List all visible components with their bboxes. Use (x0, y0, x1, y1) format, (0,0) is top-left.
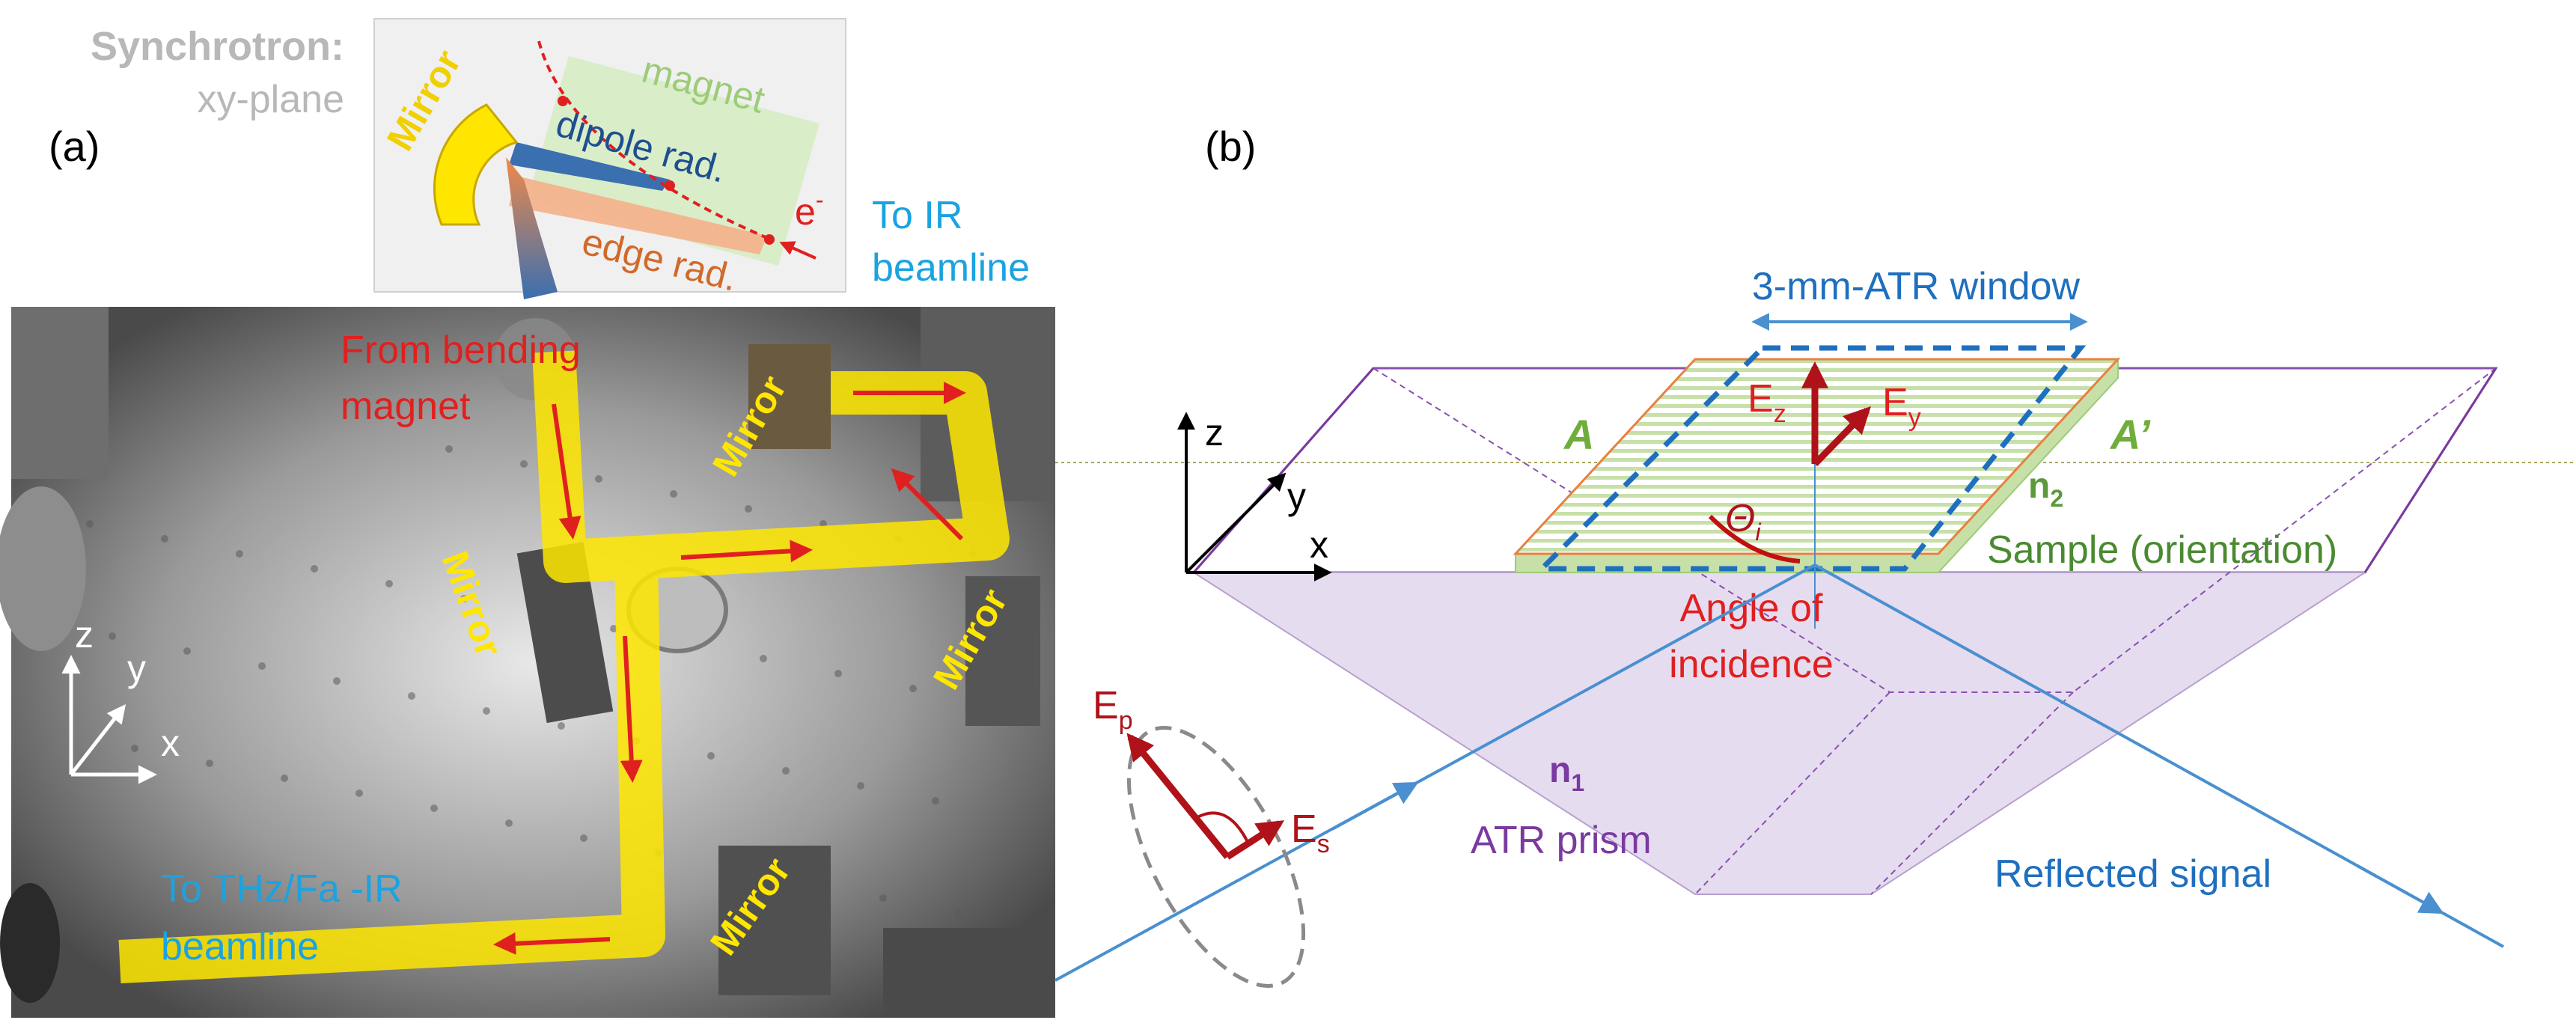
red-arrow-3 (891, 468, 964, 541)
prism-back-edge-3 (1870, 691, 2074, 895)
label-a-right: A’ (2109, 411, 2151, 458)
red-arrow-6 (493, 932, 611, 955)
incidence-arc (1708, 514, 1801, 564)
red-arrow-5 (620, 635, 643, 783)
beam-to-photo (506, 157, 558, 299)
to-ir-label-line2: beamline (872, 246, 1030, 290)
electron-label: e- (795, 186, 823, 233)
prism-axis-z: z (1205, 412, 1224, 454)
electron-trajectory (537, 40, 772, 241)
bottom-mirror-mount (718, 846, 831, 995)
ey-vector (1812, 406, 1872, 467)
photo-axis-y: y (127, 647, 146, 689)
photo-axes (61, 655, 157, 784)
theta-label: Θi (1725, 497, 1761, 546)
ey-label: Ey (1882, 381, 1921, 432)
left-hole (0, 883, 60, 1003)
incident-beam-arrow (1331, 781, 1419, 831)
reflected-label: Reflected signal (1994, 852, 2271, 896)
prism-back-edge-2 (1694, 691, 1890, 895)
electron-dot-2 (665, 180, 675, 191)
right-mirror-mount (965, 576, 1040, 726)
electron-arrow (779, 241, 817, 260)
reflected-beam-arrow (2357, 864, 2444, 914)
sample-label: Sample (orientation) (1987, 528, 2337, 572)
to-thz-line1: To THz/Fa -IR (161, 867, 403, 911)
label-a-left: A (1563, 411, 1594, 458)
mirror-shape (433, 103, 519, 226)
synchrotron-subtitle: xy-plane (197, 78, 344, 121)
n1-label: n1 (1549, 751, 1584, 796)
dipole-radiation-fan (509, 142, 670, 191)
panel-b-label: (b) (1205, 123, 1256, 170)
bottom-right-connectors (883, 928, 1048, 1010)
synchrotron-title: Synchrotron: (91, 24, 344, 69)
edge-radiation-fan (509, 176, 767, 254)
ep-vector (1126, 733, 1230, 859)
atr-window-dashed (1535, 345, 2087, 572)
incident-beam (1054, 564, 1816, 982)
from-magnet-line1: From bending (341, 329, 581, 372)
prism-axes (1177, 412, 1332, 581)
angle-label-line1: Angle of (1680, 587, 1823, 630)
electron-dot-3 (764, 234, 775, 245)
prism-left-edge (1192, 367, 1375, 573)
right-angle-mark (1195, 811, 1250, 844)
angle-label-line2: incidence (1669, 643, 1834, 686)
prism-axis-y: y (1287, 475, 1306, 517)
es-vector (1225, 820, 1285, 860)
photo-axis-x: x (161, 722, 180, 764)
left-tube-end (0, 486, 86, 651)
photo-axis-z: z (75, 614, 94, 656)
polarization-ellipse (1126, 726, 1306, 988)
left-pipe (11, 307, 109, 479)
electron-dot-1 (558, 96, 568, 106)
panel-a-label: (a) (49, 123, 100, 170)
prism-right-edge (2363, 367, 2497, 573)
window-label: 3-mm-ATR window (1752, 265, 2081, 308)
n2-label: n2 (2028, 466, 2063, 512)
prism-label: ATR prism (1471, 819, 1652, 862)
central-mirror-mount (516, 541, 614, 724)
top-mirror-mount (748, 344, 831, 449)
ez-label: Ez (1748, 377, 1786, 428)
es-label: Es (1291, 807, 1330, 858)
beamline-photo: From bending magnet Mirror Mirror Mirror… (0, 307, 1055, 1018)
prism-axis-x: x (1310, 524, 1328, 566)
red-arrow-1 (552, 403, 582, 540)
red-arrow-2 (680, 540, 813, 563)
ep-label: Ep (1093, 684, 1133, 735)
to-ir-label-line1: To IR (872, 194, 962, 237)
synchrotron-inset: Synchrotron: xy-plane magnet Mirror dipo… (91, 18, 1030, 299)
from-magnet-line2: magnet (341, 385, 471, 428)
to-thz-line2: beamline (161, 925, 319, 968)
